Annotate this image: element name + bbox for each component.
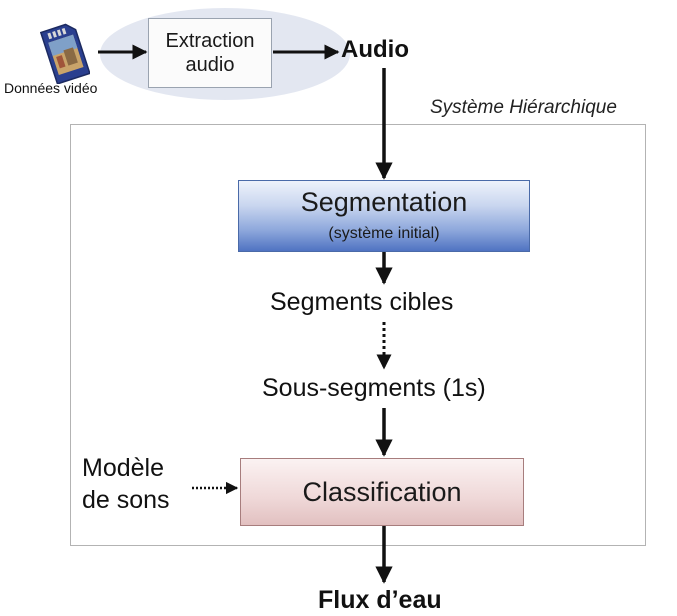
water-flow-label: Flux d’eau	[318, 586, 442, 614]
video-data-label: Données vidéo	[4, 80, 98, 96]
target-segments-label: Segments cibles	[270, 288, 454, 316]
sound-model-label: Modèle de sons	[82, 454, 170, 514]
audio-label: Audio	[341, 36, 409, 63]
segmentation-box: Segmentation (système initial)	[238, 180, 530, 252]
extraction-audio-box: Extraction audio	[148, 18, 272, 88]
hierarchical-system-frame	[70, 124, 646, 546]
extraction-audio-label: Extraction audio	[165, 30, 255, 76]
sub-segments-label: Sous-segments (1s)	[262, 374, 486, 402]
segmentation-subtitle: (système initial)	[328, 225, 440, 242]
hierarchical-system-label: Système Hiérarchique	[430, 97, 617, 118]
classification-label: Classification	[302, 476, 462, 507]
classification-box: Classification	[240, 458, 524, 526]
sd-card-icon	[40, 23, 90, 84]
segmentation-title: Segmentation	[300, 187, 468, 217]
